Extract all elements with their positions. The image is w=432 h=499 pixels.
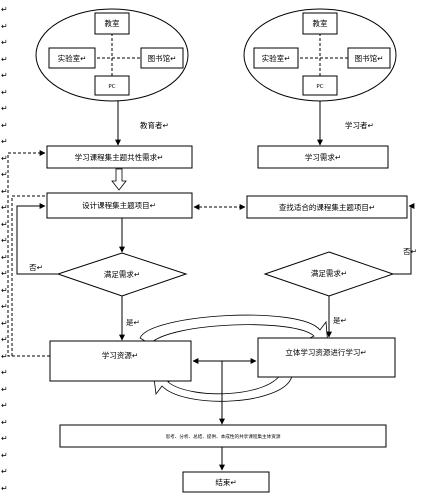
left-library-box <box>140 47 184 69</box>
paragraph-mark: ↵ <box>1 484 8 493</box>
paragraph-mark: ↵ <box>1 368 8 377</box>
right-library-label: 图书馆↵ <box>355 53 384 63</box>
loop-left-no <box>16 203 58 275</box>
paragraph-mark: ↵ <box>1 137 8 146</box>
paragraph-mark: ↵ <box>1 434 8 443</box>
dashed-feedback-inner <box>11 195 45 356</box>
paragraph-mark: ↵ <box>1 203 8 212</box>
end-box <box>182 471 270 493</box>
learner-needs-label: 学习需求↵ <box>305 152 341 162</box>
design-project-box <box>46 192 193 219</box>
resources-label: 学习资源↵ <box>102 350 138 360</box>
educator-label: 教育者↵ <box>140 120 169 130</box>
right-classroom-label: 教室 <box>313 18 328 28</box>
right-pc-box <box>302 75 338 96</box>
paragraph-mark: ↵ <box>1 335 8 344</box>
left-lab-label: 实验室↵ <box>58 53 87 63</box>
paragraph-mark: ↵ <box>1 104 8 113</box>
paragraph-mark: ↵ <box>1 319 8 328</box>
paragraph-mark: ↵ <box>1 467 8 476</box>
paragraph-mark: ↵ <box>1 170 8 179</box>
paragraph-mark: ↵ <box>1 451 8 460</box>
right-lab-box <box>253 47 299 69</box>
paragraph-mark: ↵ <box>1 220 8 229</box>
paragraph-mark: ↵ <box>1 385 8 394</box>
common-needs-label: 学习课程集主题共性需求↵ <box>75 152 164 162</box>
paragraph-mark: ↵ <box>1 286 8 295</box>
left-classroom-box <box>94 12 130 35</box>
yes-left-label: 是↵ <box>126 318 140 327</box>
loop-right-no <box>393 203 415 275</box>
stereo-learning-box <box>257 337 396 378</box>
find-project-box <box>246 195 408 219</box>
paragraph-mark: ↵ <box>1 302 8 311</box>
left-pc-label: PC <box>108 84 115 90</box>
yes-right-label: 是↵ <box>333 316 347 325</box>
right-classroom-box <box>302 12 338 35</box>
stereo-learning-label: 立体学习资源进行学习↵ <box>285 347 366 357</box>
paragraph-mark: ↵ <box>1 38 8 47</box>
paragraph-mark: ↵ <box>1 121 8 130</box>
left-pc-box <box>94 75 130 96</box>
paragraph-mark: ↵ <box>1 71 8 80</box>
paragraph-mark: ↵ <box>1 269 8 278</box>
resources-box <box>49 340 192 382</box>
no-right-label: 否↵ <box>403 247 417 256</box>
left-lab-box <box>48 47 96 69</box>
common-needs-box <box>46 145 193 169</box>
paragraph-mark: ↵ <box>1 401 8 410</box>
left-location-cluster: 教室 实验室↵ 图书馆↵ PC <box>35 8 189 102</box>
paragraph-mark: ↵ <box>1 5 8 14</box>
right-location-cluster: 教室 实验室↵ 图书馆↵ PC <box>243 8 397 102</box>
decision-left-label: 满足需求↵ <box>104 269 140 279</box>
left-classroom-label: 教室 <box>105 18 120 28</box>
paragraph-mark: ↵ <box>1 418 8 427</box>
left-library-label: 图书馆↵ <box>148 53 177 63</box>
find-project-label: 查找适合的课程集主题项目↵ <box>279 202 375 212</box>
right-pc-label: PC <box>316 84 323 90</box>
decision-right-label: 满足需求↵ <box>311 268 347 278</box>
summary-label: 思考、分析、总结、提供、本成性的共享课程集主体资源 <box>166 433 281 440</box>
paragraph-mark: ↵ <box>1 22 8 31</box>
paragraph-mark: ↵ <box>1 55 8 64</box>
left-cluster-ellipse <box>35 8 189 102</box>
design-project-label: 设计课程集主题项目↵ <box>82 200 156 210</box>
paragraph-mark: ↵ <box>1 352 8 361</box>
learner-label: 学习者↵ <box>345 120 374 130</box>
end-label: 结束↵ <box>215 477 236 487</box>
right-lab-label: 实验室↵ <box>262 53 291 63</box>
no-left-label: 否↵ <box>29 263 43 272</box>
paragraph-mark: ↵ <box>1 236 8 245</box>
hollow-arrow-down <box>111 168 127 191</box>
paragraph-mark: ↵ <box>1 253 8 262</box>
paragraph-mark: ↵ <box>1 154 8 163</box>
summary-box <box>59 424 387 448</box>
paragraph-mark: ↵ <box>1 187 8 196</box>
dashed-feedback-outer <box>7 150 50 357</box>
right-library-box <box>347 47 391 69</box>
learner-needs-box <box>257 145 389 169</box>
paragraph-mark: ↵ <box>1 88 8 97</box>
paragraph-marks: ↵ ↵ ↵ ↵ ↵ ↵ ↵ ↵ ↵ ↵ ↵ ↵ ↵ ↵ ↵ ↵ ↵ ↵ ↵ ↵ ↵ ↵ ↵ ↵ ↵ ↵ ↵ ↵ ↵ ↵ <box>1 5 8 493</box>
